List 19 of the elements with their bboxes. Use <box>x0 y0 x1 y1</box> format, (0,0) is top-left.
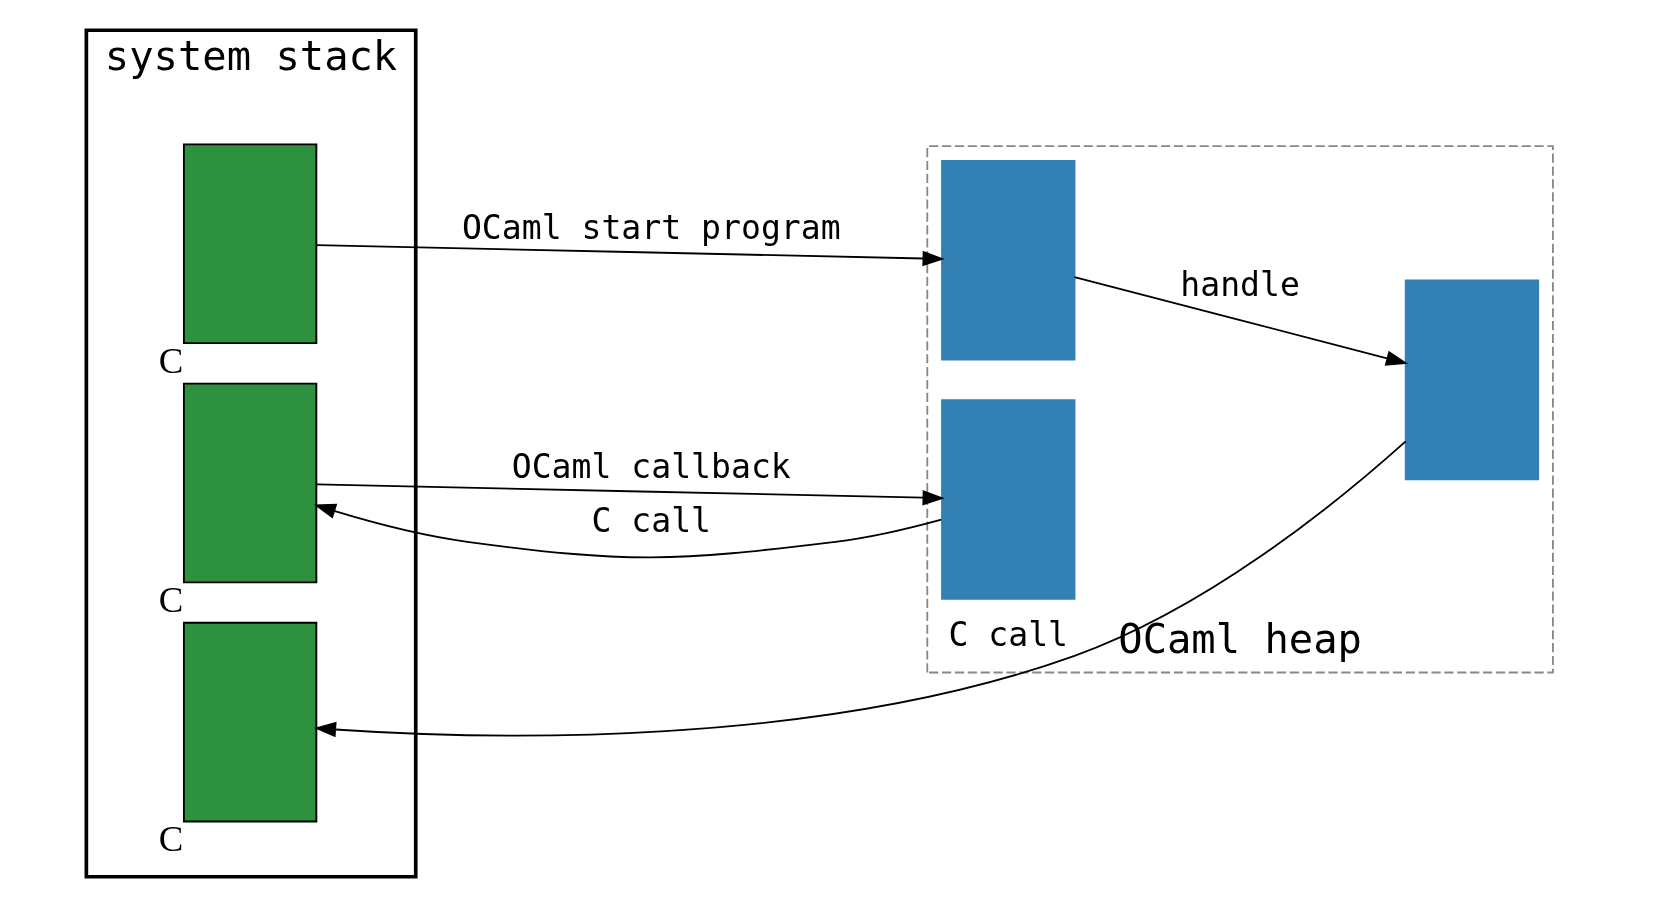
arrow <box>316 244 945 267</box>
node-label: C <box>158 339 184 381</box>
node-box <box>941 399 1076 600</box>
node-box <box>182 621 318 823</box>
edge-label: handle <box>1180 264 1300 304</box>
edge-label: OCaml callback <box>511 447 791 487</box>
node-label: C <box>158 817 184 859</box>
node-box <box>941 160 1076 361</box>
arrow <box>314 440 1407 738</box>
node-box <box>182 143 318 344</box>
node-box <box>1404 279 1540 481</box>
arrow <box>1073 276 1409 366</box>
edge-label: OCaml start program <box>461 207 841 247</box>
arrow <box>313 503 943 559</box>
node-box <box>182 382 318 584</box>
edge-label: C call <box>948 614 1069 654</box>
arrow <box>316 483 945 506</box>
node-label: C <box>158 578 184 620</box>
edge-label: C call <box>591 500 712 540</box>
